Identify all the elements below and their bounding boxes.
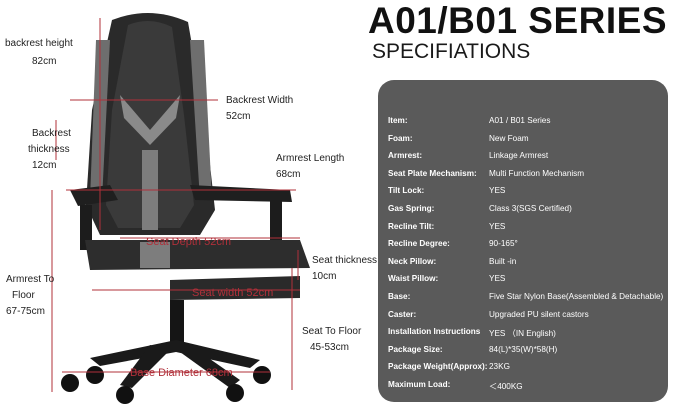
spec-value: Multi Function Mechanism [489, 168, 585, 178]
spec-label: Tilt Lock: [388, 186, 425, 196]
armrest-to-floor-label: Armrest To Floor 67-75cm [6, 274, 55, 317]
spec-label: Armrest: [388, 151, 423, 161]
spec-label: Package Size: [388, 344, 443, 354]
spec-value: Five Star Nylon Base(Assembled & Detacha… [489, 292, 664, 301]
spec-value: YES [489, 274, 506, 284]
spec-value: Built -in [489, 256, 517, 266]
spec-label: Foam: [388, 133, 413, 143]
spec-label: Seat Plate Mechanism: [388, 168, 477, 178]
spec-value: 84(L)*35(W)*58(H) [489, 344, 558, 354]
spec-label: Recline Degree: [388, 239, 450, 249]
spec-label: Package Weight(Approx): [388, 362, 488, 372]
series-title: A01/B01 SERIES [368, 0, 668, 41]
seat-thickness-label: Seat thickness 10cm [312, 255, 378, 282]
spec-value: New Foam [489, 133, 529, 143]
spec-value: YES [489, 186, 506, 196]
spec-label: Base: [388, 292, 411, 301]
spec-value: A01 / B01 Series [489, 116, 551, 125]
specifications-heading: SPECIFIATIONS [372, 40, 531, 63]
spec-label: Neck Pillow: [388, 256, 437, 266]
spec-label: Caster: [388, 309, 417, 319]
spec-value: YES [489, 221, 506, 231]
spec-label: Installation Instructions [388, 327, 481, 337]
seat-width-label: Seat width 52cm [192, 287, 274, 299]
backrest-thickness-label: Backrest thickness 12cm [28, 128, 71, 171]
spec-value: Upgraded PU silent castors [489, 309, 589, 319]
base-diameter-label: Base Diameter 68cm [130, 367, 233, 379]
armrest-length-label: Armrest Length 68cm [276, 153, 345, 180]
spec-value: ＜400KG [489, 382, 523, 391]
spec-label: Maximum Load: [388, 380, 451, 389]
spec-value: Class 3(SGS Certified) [489, 204, 572, 213]
spec-label: Waist Pillow: [388, 274, 439, 284]
spec-value: 90-165° [489, 239, 518, 249]
spec-label: Gas Spring: [388, 204, 435, 213]
seat-depth-label: Seat Depth 52cm [146, 236, 231, 248]
backrest-width-label: Backrest Width 52cm [226, 95, 294, 122]
spec-value: YES （IN English) [489, 329, 556, 339]
spec-label: Recline Tilt: [388, 221, 435, 231]
seat-to-floor-label: Seat To Floor 45-53cm [302, 326, 362, 353]
spec-value: 23KG [489, 362, 510, 372]
spec-label: Item: [388, 116, 408, 125]
backrest-height-label: backrest height 82cm [5, 38, 73, 67]
spec-value: Linkage Armrest [489, 151, 549, 161]
